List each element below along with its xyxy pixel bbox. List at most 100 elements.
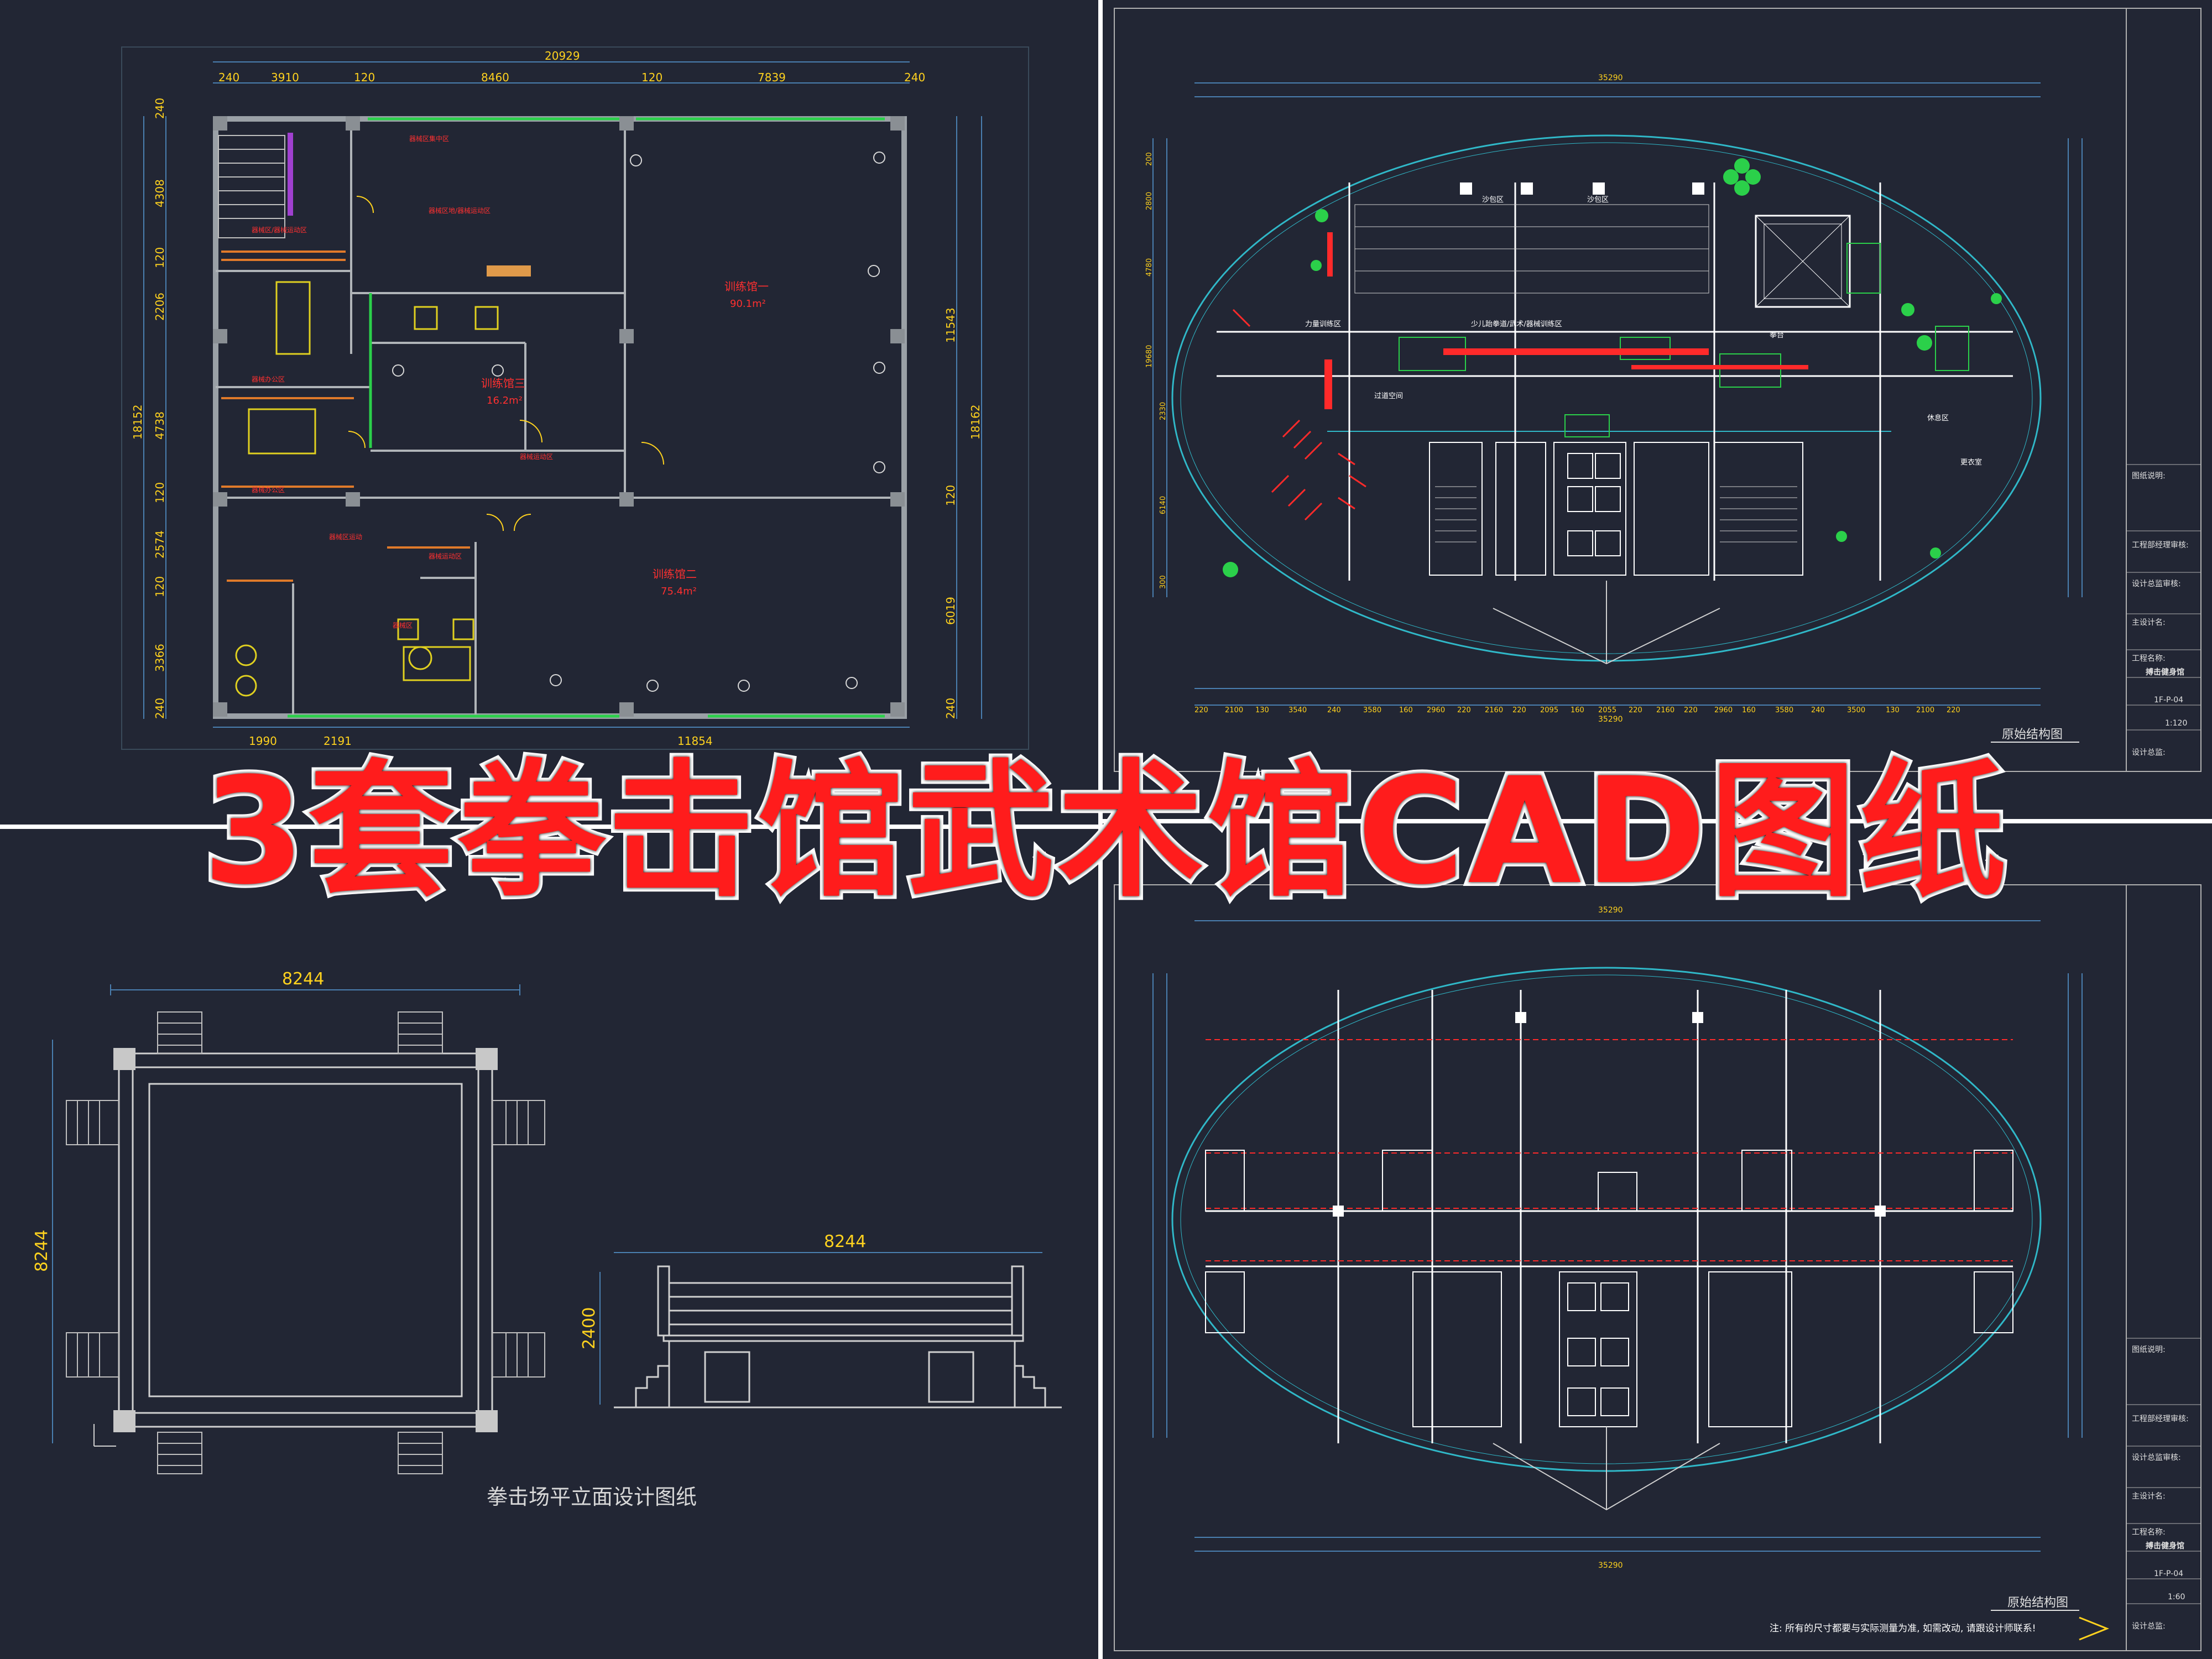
overall-dim-bottom-2: 35290: [1598, 1561, 1623, 1570]
dim: 6140: [1159, 496, 1167, 514]
sheet-top-right: 35290 35290 220 2100 130 3540 240 3580 1…: [1114, 8, 2201, 772]
dim: 220: [1194, 706, 1208, 714]
dim: 2160: [1656, 706, 1674, 714]
tb-manager: 工程部经理审核:: [2132, 541, 2189, 550]
dim: 20929: [545, 49, 580, 62]
zone-label: 沙包区: [1482, 196, 1504, 204]
room-area-hall1: 90.1m²: [730, 298, 766, 310]
dim: 2055: [1598, 706, 1616, 714]
dim: 3500: [1847, 706, 1865, 714]
svg-text:器械办公区: 器械办公区: [252, 375, 285, 383]
dim: 120: [153, 482, 166, 503]
overall-dim-top-2: 35290: [1598, 906, 1623, 915]
dim: 2574: [153, 530, 166, 559]
dim: 3580: [1363, 706, 1381, 714]
zone-label: 少儿跆拳道/武术/器械训练区: [1471, 320, 1562, 328]
svg-text:器械区地/器械运动区: 器械区地/器械运动区: [429, 206, 491, 215]
room-area-hall3: 16.2m²: [487, 395, 523, 406]
sheet-bottom-right: 35290 35290 原始结构图: [1114, 884, 2201, 1651]
tb-project-name: 搏击健身馆: [2146, 1541, 2184, 1551]
svg-text:器械区集中区: 器械区集中区: [409, 134, 449, 143]
sheet-top-caption: 原始结构图: [2002, 728, 2063, 742]
overall-dim-top: 35290: [1598, 74, 1623, 82]
dim: 2100: [1916, 706, 1934, 714]
dim: 220: [1512, 706, 1526, 714]
dim: 4308: [153, 179, 166, 207]
dim: 120: [354, 71, 375, 84]
dim: 220: [1457, 706, 1471, 714]
dim: 8460: [481, 71, 509, 84]
dim: 160: [1571, 706, 1584, 714]
floorplan-left: 器械区集中区 器械区地/器械运动区 器械区/器械运动区 器械办公区 器械办公区 …: [121, 46, 1029, 750]
ring-plan-height: 8244: [32, 1230, 51, 1272]
ring-caption: 拳击场平立面设计图纸: [487, 1485, 697, 1509]
sheet-bottom-caption: 原始结构图: [2007, 1596, 2068, 1610]
room-label-hall2: 训练馆二: [653, 567, 697, 581]
tb-review: 设计总监审核:: [2132, 1453, 2181, 1462]
svg-text:器械办公区: 器械办公区: [252, 486, 285, 494]
tb-designer: 设计总监:: [2132, 748, 2166, 757]
tb-scale: 1:60: [2168, 1593, 2185, 1601]
dim: 240: [153, 98, 166, 119]
dim: 240: [153, 698, 166, 719]
dim: 19680: [1145, 345, 1154, 368]
zone-label: 力量训练区: [1305, 320, 1341, 328]
dim: 2206: [153, 293, 166, 321]
dim: 120: [153, 576, 166, 597]
dim: 3540: [1288, 706, 1307, 714]
dim: 6019: [944, 597, 957, 625]
zone-label: 过道空间: [1374, 392, 1403, 400]
dim: 2330: [1159, 402, 1167, 420]
tb-scale: 1:120: [2165, 719, 2187, 728]
dim: 11543: [944, 307, 957, 343]
dim: 200: [1145, 152, 1154, 166]
ring-plan-width: 8244: [282, 969, 324, 989]
tb-notes-label: 图纸说明:: [2132, 472, 2166, 481]
zone-label: 休息区: [1927, 414, 1949, 422]
dims-right: 11543 18162 120 6019 240: [944, 307, 982, 719]
tb-sheet-no: 1F-P-04: [2154, 696, 2183, 705]
dim: 300: [1159, 575, 1167, 589]
dim: 2960: [1427, 706, 1445, 714]
dim: 2191: [324, 734, 352, 748]
dim: 220: [1684, 706, 1698, 714]
tb-project-name: 搏击健身馆: [2146, 667, 2184, 677]
dim: 240: [944, 698, 957, 719]
tb-notes-label: 图纸说明:: [2132, 1345, 2166, 1354]
dim: 120: [944, 485, 957, 506]
dim: 120: [153, 247, 166, 268]
dim: 120: [641, 71, 662, 84]
dims-top: 20929 240 3910 120 8460 120 7839 240: [218, 49, 925, 84]
dim: 240: [1811, 706, 1825, 714]
boxing-ring-drawing: 8244 8244 8244: [32, 969, 1062, 1509]
zone-label: 沙包区: [1587, 196, 1609, 204]
dim: 3910: [271, 71, 299, 84]
dim: 4780: [1145, 258, 1154, 276]
left-dims: 200 2800 4780 19680 2330 6140 300: [1145, 152, 1167, 589]
dim: 4738: [153, 411, 166, 440]
ring-elev-height: 2400: [580, 1307, 599, 1349]
tb-designer: 设计总监:: [2132, 1622, 2166, 1631]
dim: 220: [1947, 706, 1960, 714]
dim: 18152: [131, 404, 144, 440]
bottom-dims: 220 2100 130 3540 240 3580 160 2960 220 …: [1194, 706, 1960, 714]
tb-director: 主设计名:: [2132, 1492, 2166, 1501]
dim: 18162: [969, 404, 982, 440]
dim: 130: [1255, 706, 1269, 714]
dim: 2095: [1540, 706, 1558, 714]
dim: 240: [904, 71, 925, 84]
svg-text:器械区: 器械区: [393, 621, 413, 629]
room-area-hall2: 75.4m²: [661, 586, 697, 597]
title-block-top: 图纸说明: 工程部经理审核: 设计总监审核: 主设计名: 工程名称: 搏击健身馆…: [2132, 472, 2189, 757]
dim: 2160: [1485, 706, 1503, 714]
room-label-hall1: 训练馆一: [724, 280, 769, 293]
tb-director: 主设计名:: [2132, 618, 2166, 627]
dim: 2800: [1145, 192, 1154, 210]
dims-bottom: 1990 2191 11854: [249, 734, 713, 748]
dim: 11854: [677, 734, 713, 748]
dim: 160: [1399, 706, 1413, 714]
title-block-bottom: 图纸说明: 工程部经理审核: 设计总监审核: 主设计名: 工程名称: 搏击健身馆…: [2132, 1345, 2189, 1631]
tb-project-label: 工程名称:: [2132, 1528, 2166, 1537]
